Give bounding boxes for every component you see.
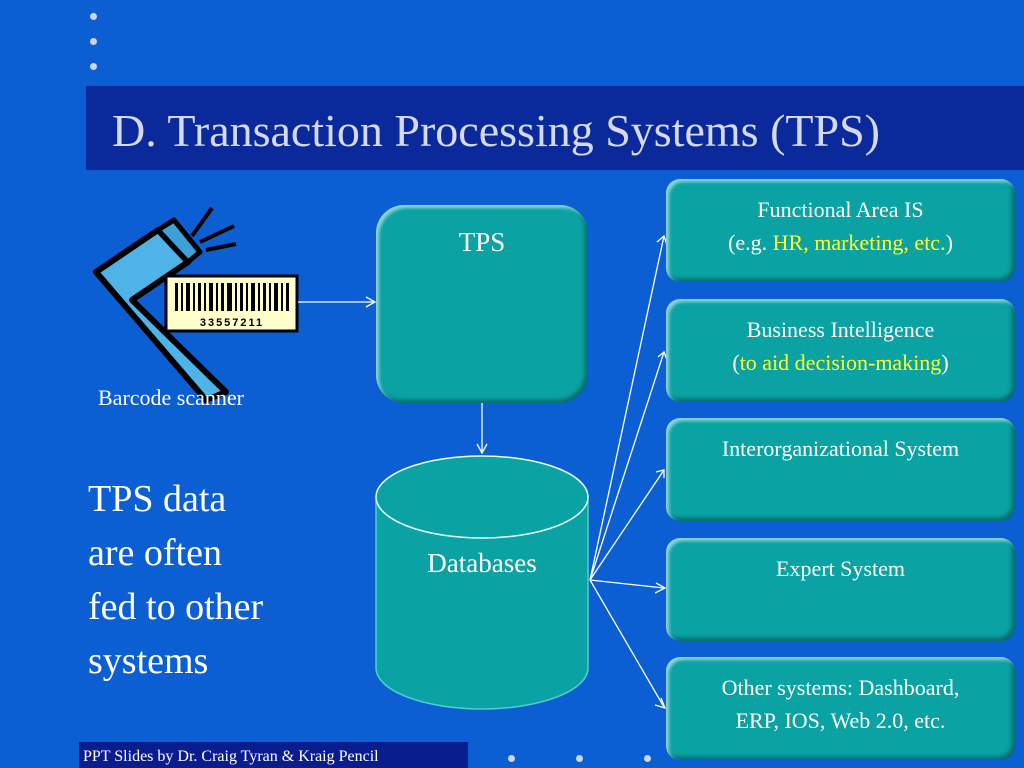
barcode-icon: 33557211 bbox=[164, 274, 299, 333]
decorative-dot bbox=[576, 755, 583, 762]
bi-highlight: to aid decision-making bbox=[739, 350, 942, 375]
barcode-scanner-label: Barcode scanner bbox=[98, 385, 244, 410]
tps-box: TPS bbox=[376, 205, 588, 403]
decorative-dot bbox=[90, 38, 97, 45]
decorative-dot bbox=[90, 63, 97, 70]
interorganizational-system-box: Interorganizational System bbox=[666, 418, 1015, 521]
footer-credit: PPT Slides by Dr. Craig Tyran & Kraig Pe… bbox=[79, 742, 468, 768]
title-bar bbox=[86, 86, 1024, 170]
databases-label: Databases bbox=[427, 548, 537, 578]
other-systems-box: Other systems: Dashboard, ERP, IOS, Web … bbox=[666, 657, 1015, 760]
slide-title: D. Transaction Processing Systems (TPS) bbox=[112, 105, 880, 156]
tps-data-callout: TPS data are often fed to other systems bbox=[88, 478, 264, 682]
decorative-dot bbox=[90, 13, 97, 20]
business-intelligence-box: Business Intelligence (to aid decision-m… bbox=[666, 299, 1015, 402]
barcode-number: 33557211 bbox=[200, 317, 264, 329]
decorative-dot bbox=[508, 755, 515, 762]
expert-system-box: Expert System bbox=[666, 538, 1015, 641]
functional-area-is-box: Functional Area IS (e.g. HR, marketing, … bbox=[666, 179, 1015, 282]
databases-cylinder bbox=[375, 455, 589, 710]
barcode-scanner-icon bbox=[93, 206, 237, 403]
functional-highlight: HR, marketing, etc. bbox=[772, 230, 946, 255]
tps-label: TPS bbox=[458, 227, 506, 257]
decorative-dot bbox=[644, 755, 651, 762]
connector-arrows bbox=[298, 234, 668, 710]
